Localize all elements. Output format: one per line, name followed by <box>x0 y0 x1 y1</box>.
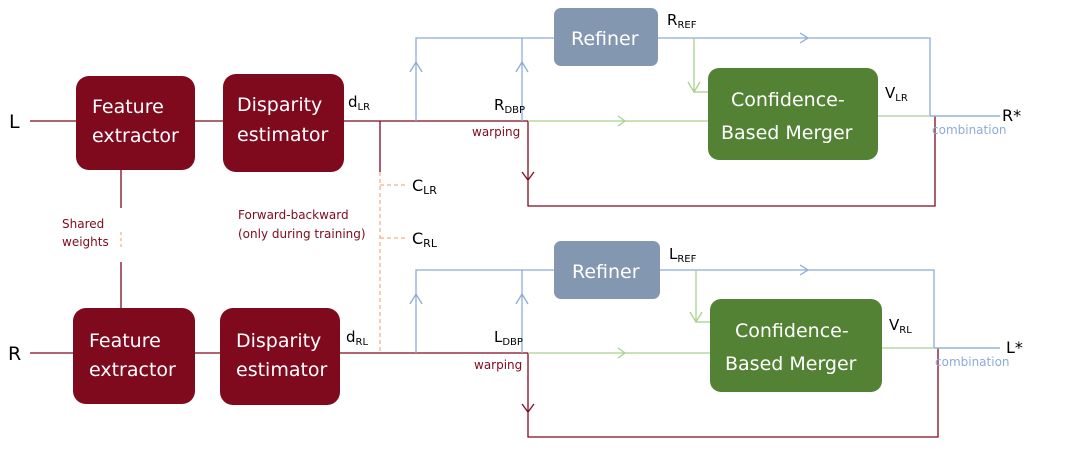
refiner-bottom: Refiner <box>554 241 660 299</box>
forward-backward-line2: (only during training) <box>238 227 366 241</box>
feature-extractor-bottom: Feature extractor <box>73 308 195 404</box>
svg-text:Refiner: Refiner <box>571 28 639 50</box>
combination-label-top: combination <box>932 123 1007 137</box>
d-lr-label: dLR <box>348 93 370 113</box>
v-lr-label: VLR <box>885 84 908 104</box>
shared-weights-line1: Shared <box>62 217 104 231</box>
feature-extractor-top: Feature extractor <box>76 76 195 170</box>
svg-text:Confidence-: Confidence- <box>731 89 845 111</box>
svg-text:Based Merger: Based Merger <box>721 122 853 144</box>
output-right-label: R* <box>1002 106 1021 125</box>
input-right-label: R <box>8 343 21 365</box>
r-dbp-label: RDBP <box>494 96 525 116</box>
confidence-merger-bottom: Confidence- Based Merger <box>710 299 882 392</box>
svg-text:Confidence-: Confidence- <box>735 320 849 342</box>
forward-backward-line1: Forward-backward <box>238 208 349 222</box>
svg-text:Based Merger: Based Merger <box>725 353 857 375</box>
input-left-label: L <box>9 111 20 133</box>
l-ref-label: LREF <box>669 245 697 265</box>
forward-backward-connector <box>379 121 408 353</box>
r-ref-label: RREF <box>667 11 697 31</box>
c-rl-label: CRL <box>412 229 438 250</box>
svg-text:estimator: estimator <box>236 359 328 381</box>
l-dbp-label: LDBP <box>494 328 523 348</box>
bottom-branch-connectors <box>30 264 1000 438</box>
output-left-label: L* <box>1006 338 1023 357</box>
c-lr-label: CLR <box>412 176 437 197</box>
warping-label-top: warping <box>472 125 520 139</box>
svg-text:extractor: extractor <box>92 125 179 147</box>
svg-text:Feature: Feature <box>92 96 164 118</box>
top-branch-connectors <box>30 32 1000 207</box>
v-rl-label: VRL <box>889 316 912 336</box>
shared-weights-line2: weights <box>62 235 109 249</box>
svg-text:Refiner: Refiner <box>572 261 640 283</box>
disparity-estimator-bottom: Disparity estimator <box>220 308 340 405</box>
svg-text:estimator: estimator <box>237 124 329 146</box>
refiner-top: Refiner <box>554 8 658 66</box>
warping-label-bottom: warping <box>474 358 522 372</box>
svg-text:Disparity: Disparity <box>237 94 322 116</box>
svg-text:extractor: extractor <box>89 359 176 381</box>
svg-text:Disparity: Disparity <box>236 330 321 352</box>
confidence-merger-top: Confidence- Based Merger <box>708 68 878 160</box>
combination-label-bottom: combination <box>935 355 1010 369</box>
disparity-estimator-top: Disparity estimator <box>223 74 344 172</box>
d-rl-label: dRL <box>346 328 368 348</box>
svg-text:Feature: Feature <box>89 330 161 352</box>
